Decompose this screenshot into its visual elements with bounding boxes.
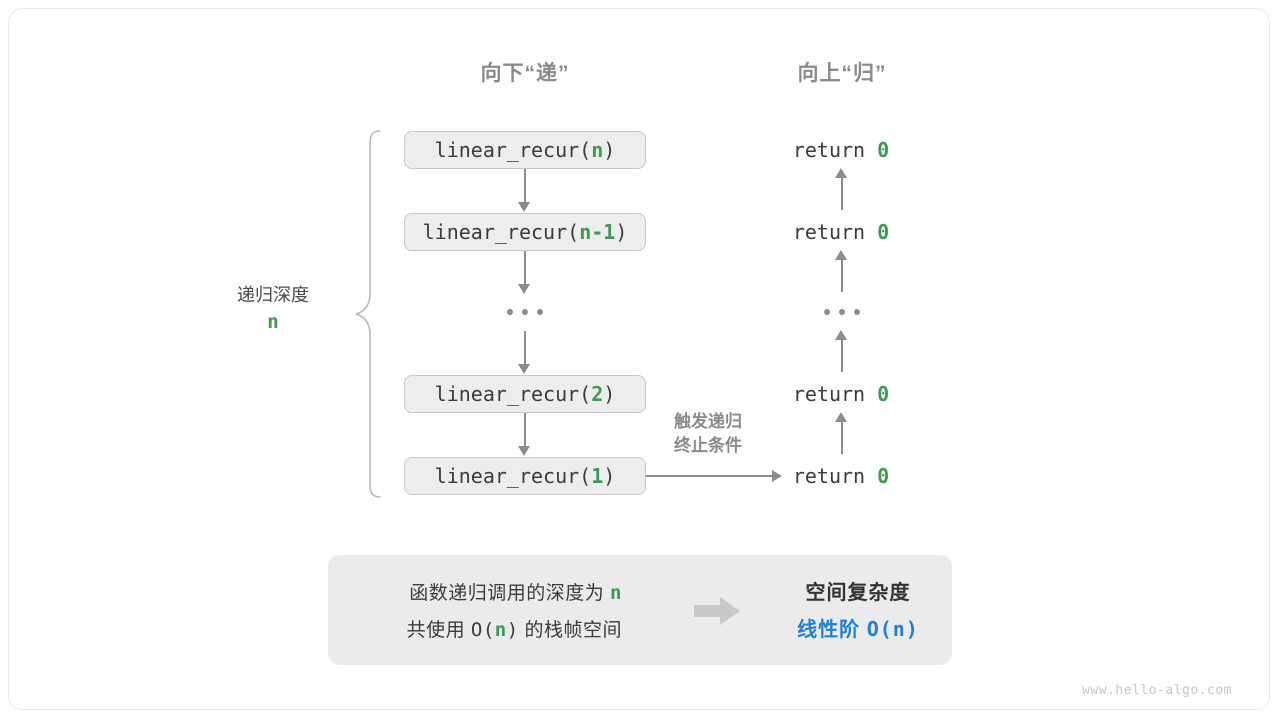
return-statement-third: return 0 bbox=[793, 382, 889, 406]
summary-right-text: 空间复杂度 线性阶 O(n) bbox=[768, 575, 948, 648]
up-connector-line-4 bbox=[841, 422, 843, 454]
call-box-n[interactable]: linear_recur(n) bbox=[404, 131, 646, 169]
summary-line-2: 共使用 O(n) 的栈帧空间 bbox=[407, 612, 622, 649]
up-connector-line-3 bbox=[841, 340, 843, 372]
call-box-n-minus-1[interactable]: linear_recur(n-1) bbox=[404, 213, 646, 251]
summary-complexity-order: 线性阶 O(n) bbox=[768, 611, 948, 648]
call-box-suffix: ) bbox=[603, 464, 616, 488]
summary-left-text: 函数递归调用的深度为 n 共使用 O(n) 的栈帧空间 bbox=[407, 575, 622, 649]
call-box-arg: 1 bbox=[591, 464, 604, 488]
return-value: 0 bbox=[877, 464, 890, 488]
down-arrow-head-3 bbox=[518, 364, 530, 374]
depth-brace bbox=[355, 130, 381, 498]
summary-line-1-n: n bbox=[610, 582, 622, 604]
down-arrow-head-1 bbox=[518, 202, 530, 212]
base-case-line bbox=[646, 475, 774, 477]
call-box-suffix: ) bbox=[603, 138, 616, 162]
summary-line-1-text: 函数递归调用的深度为 bbox=[409, 583, 605, 604]
down-arrow-head-4 bbox=[518, 446, 530, 456]
return-keyword: return bbox=[792, 220, 866, 244]
return-value: 0 bbox=[877, 138, 890, 162]
up-connector-line-2 bbox=[841, 260, 843, 292]
summary-complexity-title: 空间复杂度 bbox=[805, 582, 911, 604]
recursion-depth-value: n bbox=[267, 311, 279, 333]
call-box-arg: 2 bbox=[591, 382, 604, 406]
return-keyword: return bbox=[792, 138, 866, 162]
summary-line-2-n: n bbox=[494, 619, 507, 641]
down-ellipsis bbox=[507, 309, 543, 315]
summary-line-1: 函数递归调用的深度为 n bbox=[407, 575, 622, 612]
summary-line-2-bigo-open: O( bbox=[470, 619, 495, 641]
call-box-prefix: linear_recur( bbox=[434, 382, 592, 406]
dot bbox=[507, 309, 513, 315]
up-ellipsis bbox=[824, 309, 860, 315]
recursion-depth-label: 递归深度 n bbox=[237, 281, 309, 335]
call-box-arg: n bbox=[591, 138, 604, 162]
summary-order-value: O(n) bbox=[866, 617, 919, 641]
return-value: 0 bbox=[877, 382, 890, 406]
call-box-arg: n-1 bbox=[579, 220, 616, 244]
call-box-prefix: linear_recur( bbox=[422, 220, 580, 244]
call-box-2[interactable]: linear_recur(2) bbox=[404, 375, 646, 413]
watermark: www.hello-algo.com bbox=[1082, 683, 1232, 698]
up-arrow-head-2 bbox=[835, 250, 847, 260]
dot bbox=[854, 309, 860, 315]
column-heading-ascend: 向上“归” bbox=[797, 62, 887, 85]
call-box-suffix: ) bbox=[615, 220, 628, 244]
summary-line-2-bigo-close: ) bbox=[506, 619, 519, 641]
summary-order-label: 线性阶 bbox=[797, 619, 861, 641]
thick-right-arrow-icon bbox=[694, 597, 740, 625]
up-connector-line-1 bbox=[841, 178, 843, 210]
dot bbox=[839, 309, 845, 315]
down-connector-line-4 bbox=[524, 413, 526, 447]
down-connector-line-3 bbox=[524, 331, 526, 365]
dot bbox=[537, 309, 543, 315]
down-arrow-head-2 bbox=[518, 284, 530, 294]
call-box-suffix: ) bbox=[603, 382, 616, 406]
return-statement-base: return 0 bbox=[793, 464, 889, 488]
trigger-note-line-1: 触发递归 bbox=[674, 412, 742, 431]
return-statement-top: return 0 bbox=[793, 138, 889, 162]
column-heading-descend: 向下“递” bbox=[480, 62, 570, 85]
dot bbox=[824, 309, 830, 315]
call-box-prefix: linear_recur( bbox=[434, 138, 592, 162]
dot bbox=[522, 309, 528, 315]
base-case-arrow-head bbox=[772, 470, 782, 482]
summary-line-2-suffix: 的栈帧空间 bbox=[524, 620, 622, 641]
call-box-1[interactable]: linear_recur(1) bbox=[404, 457, 646, 495]
up-arrow-head-3 bbox=[835, 330, 847, 340]
up-arrow-head-1 bbox=[835, 168, 847, 178]
return-keyword: return bbox=[792, 464, 866, 488]
return-keyword: return bbox=[792, 382, 866, 406]
recursion-depth-text: 递归深度 bbox=[237, 285, 309, 305]
up-arrow-head-4 bbox=[835, 412, 847, 422]
return-value: 0 bbox=[877, 220, 890, 244]
summary-box: 函数递归调用的深度为 n 共使用 O(n) 的栈帧空间 空间复杂度 线性阶 O(… bbox=[328, 555, 952, 665]
return-statement-second: return 0 bbox=[793, 220, 889, 244]
down-connector-line-1 bbox=[524, 169, 526, 203]
summary-line-2-prefix: 共使用 bbox=[406, 620, 466, 641]
trigger-condition-note: 触发递归 终止条件 bbox=[674, 410, 742, 458]
call-box-prefix: linear_recur( bbox=[434, 464, 592, 488]
trigger-note-line-2: 终止条件 bbox=[674, 436, 742, 455]
down-connector-line-2 bbox=[524, 251, 526, 285]
